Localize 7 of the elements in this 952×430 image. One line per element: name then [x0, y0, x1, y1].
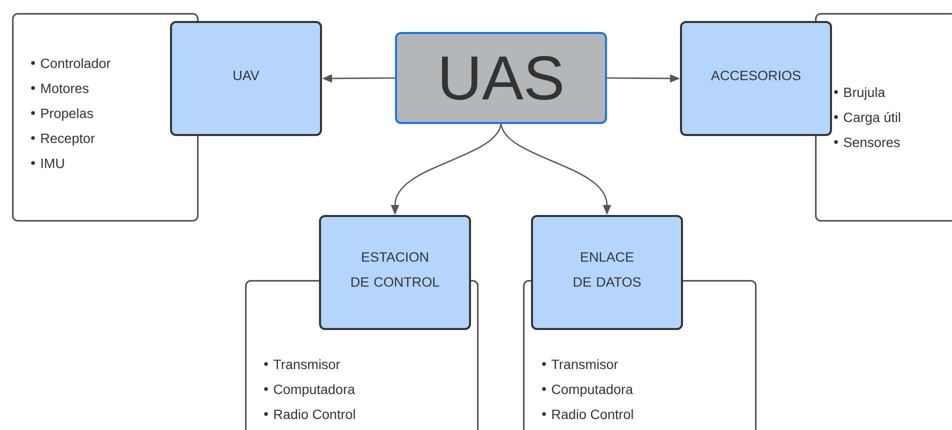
- category-box: ENLACE DE DATOS: [531, 215, 683, 330]
- root-box: UAS: [395, 32, 607, 124]
- category-box: UAV: [170, 21, 322, 136]
- list-box: Brujula Carga útil Sensores: [815, 13, 952, 222]
- category-box: ESTACION DE CONTROL: [319, 215, 471, 330]
- category-box: ACCESORIOS: [680, 21, 832, 136]
- list-box: Controlador Motores Propelas Receptor IMU: [12, 13, 199, 222]
